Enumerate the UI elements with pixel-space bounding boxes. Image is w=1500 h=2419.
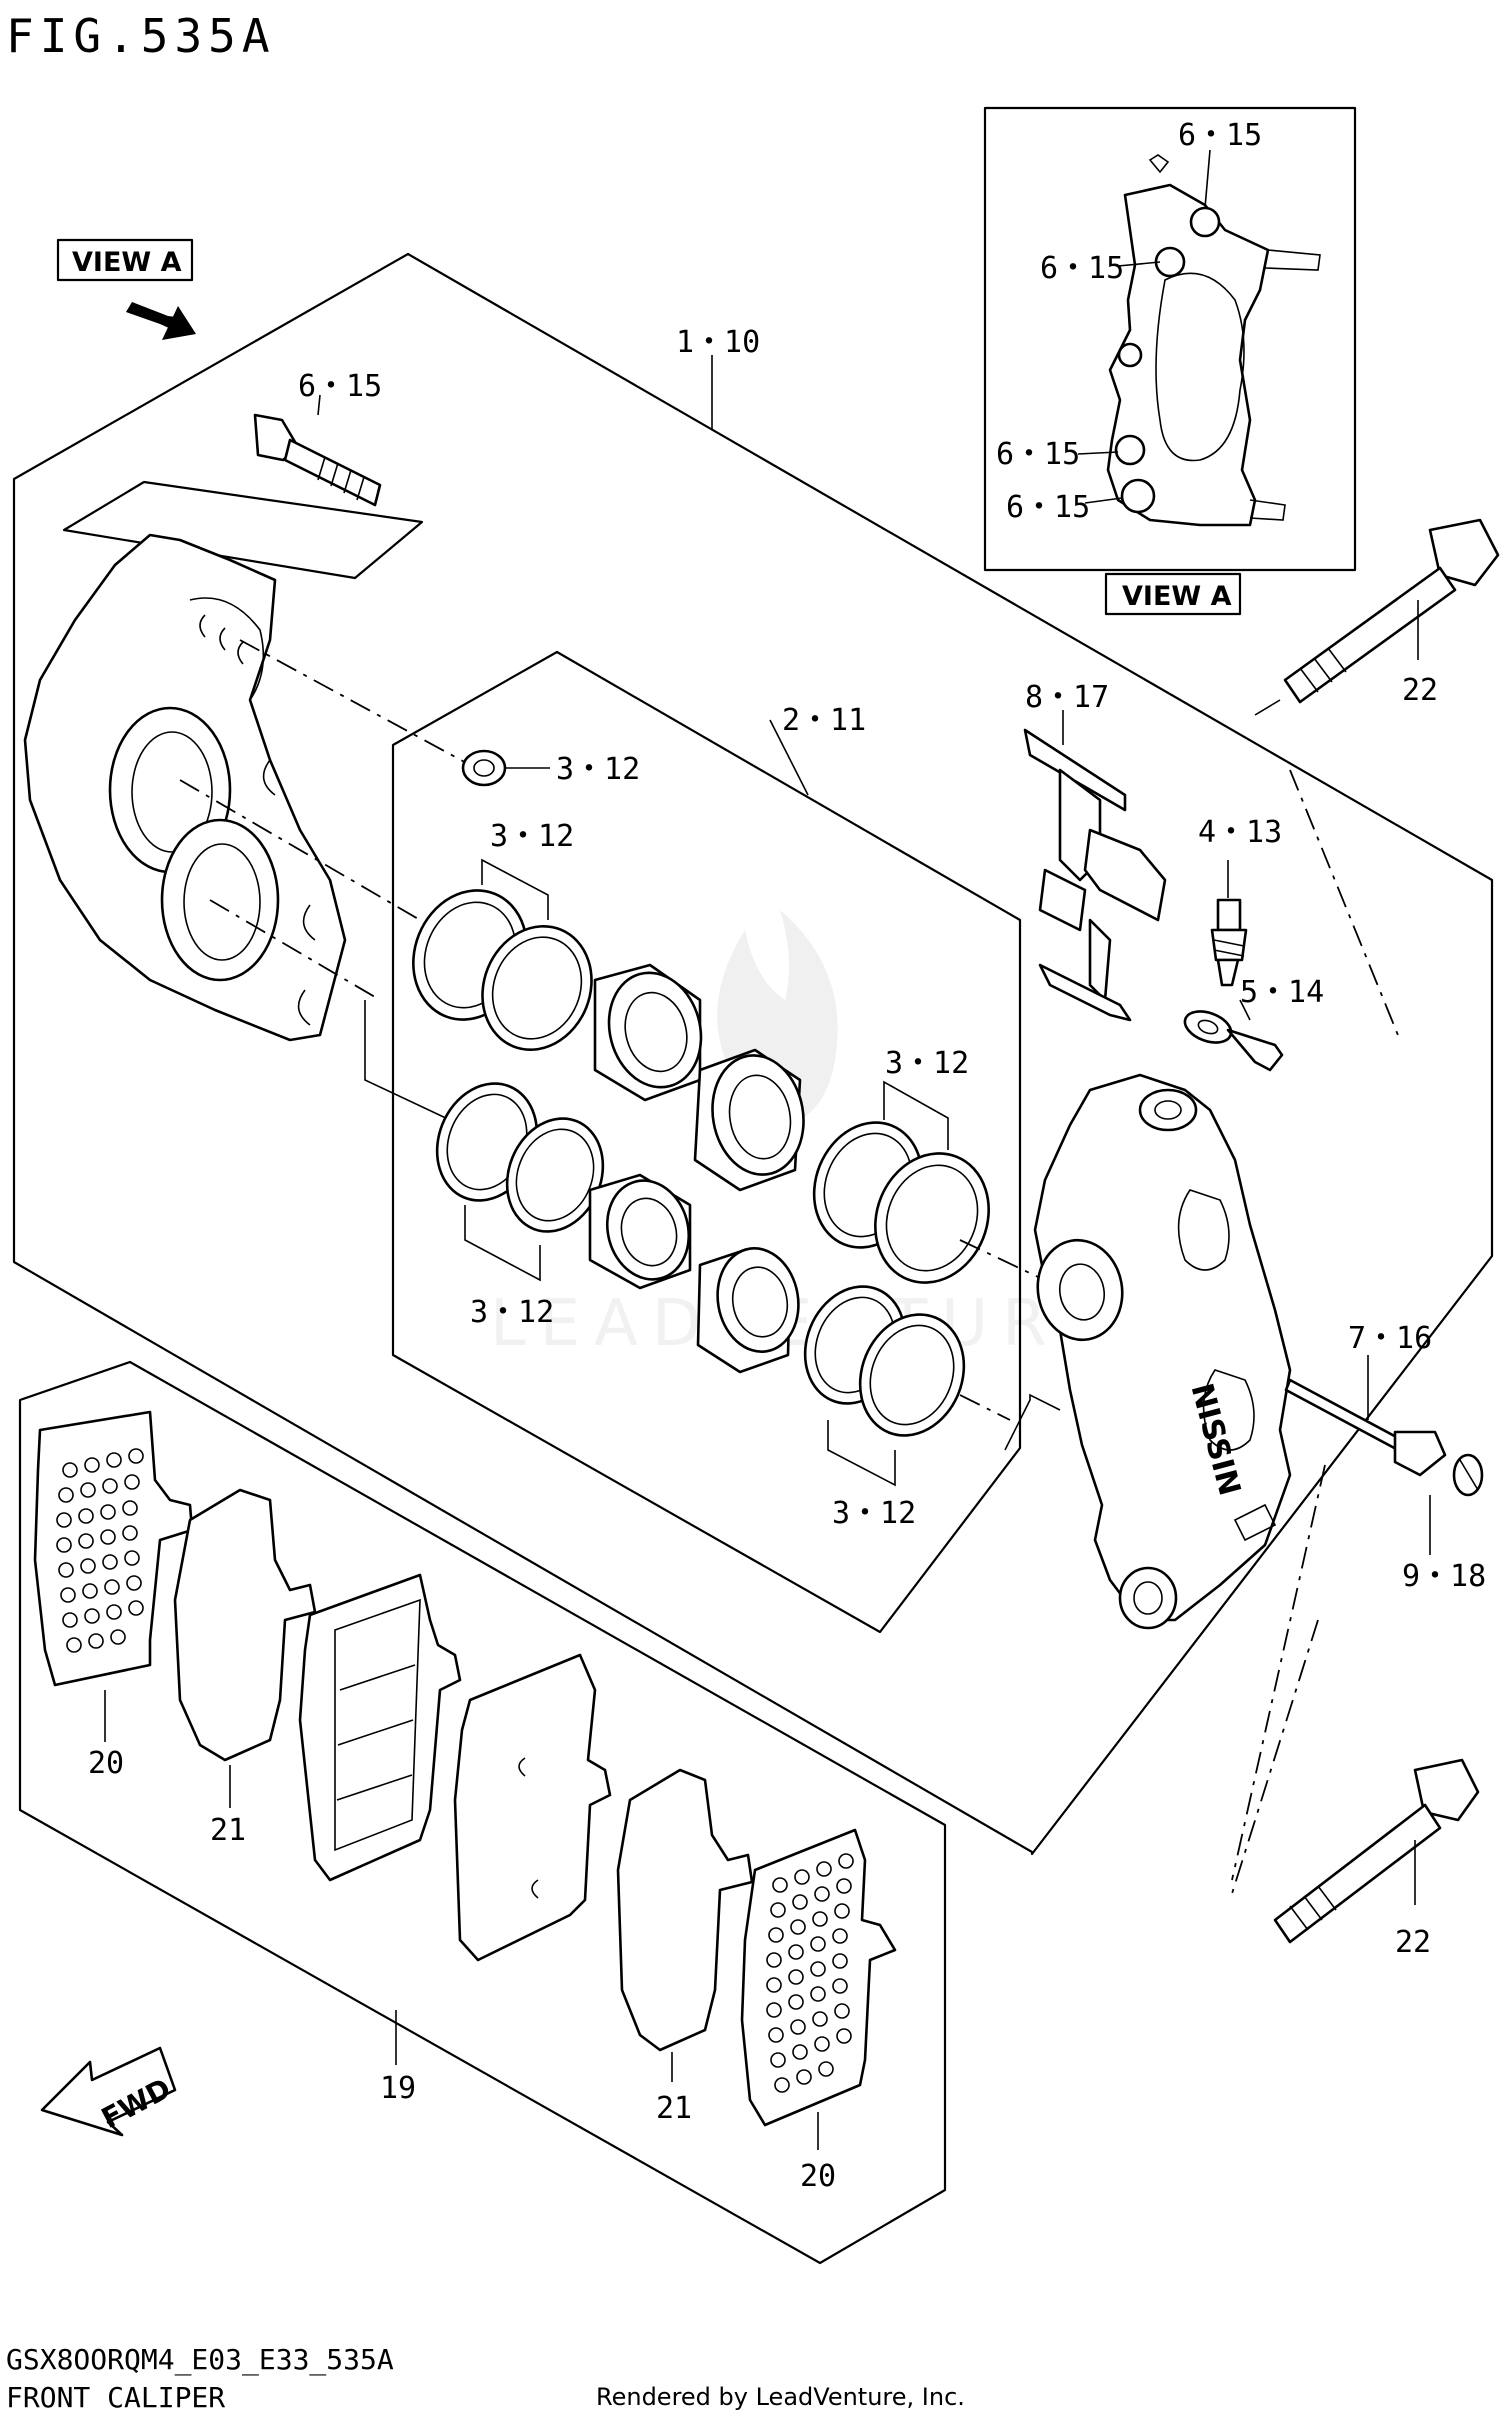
callout-22-top: 22 — [1402, 673, 1438, 708]
callout-22-bottom: 22 — [1395, 1925, 1431, 1960]
svg-text:VIEW A: VIEW A — [72, 247, 182, 278]
caliper-bolt-6-15: 6・15 — [253, 369, 382, 507]
mounting-bolt-22-top: 22 — [1254, 518, 1500, 716]
brake-pad-set: 20 21 21 20 19 — [33, 1410, 897, 2194]
view-a-tag-inset: VIEW A — [1122, 581, 1232, 612]
guide-line-a — [239, 639, 471, 766]
callout-1-10: 1・10 — [676, 325, 760, 360]
callout-3-12-c: 3・12 — [885, 1046, 969, 1081]
left-caliper-half — [23, 533, 347, 1042]
callout-21-right: 21 — [656, 2091, 692, 2126]
callout-3-12-e: 3・12 — [832, 1496, 916, 1531]
pin-clip-9-18: 9・18 — [1402, 1453, 1486, 1594]
bleeder-valve-4-13: 4・13 — [1198, 815, 1282, 987]
pad-set-box — [18, 1360, 947, 2265]
shim-holes-right — [766, 1853, 854, 2093]
callout-20-right: 20 — [800, 2159, 836, 2194]
callout-4-13: 4・13 — [1198, 815, 1282, 850]
guide-line-f — [1289, 769, 1401, 1041]
right-caliper-half: NISSIN — [1033, 1073, 1292, 1630]
view-a-tag-left: VIEW A — [56, 238, 196, 340]
bolt-box — [62, 480, 424, 580]
callout-3-12-a: 3・12 — [556, 752, 640, 787]
guide-line-h — [1229, 1619, 1319, 1901]
guide-line-g — [1231, 1464, 1326, 1881]
forward-arrow: FWD — [40, 2046, 177, 2137]
callout-3-12-b: 3・12 — [490, 819, 574, 854]
pad-pin-7-16: 7・16 — [1284, 1321, 1447, 1477]
figure-title: FIG.535A — [6, 9, 276, 63]
model-code: GSX8OORQM4_E03_E33_535A — [6, 2343, 394, 2377]
callout-6-15-inset-d: 6・15 — [1006, 490, 1090, 525]
figure-caption: FRONT CALIPER — [6, 2381, 225, 2414]
callout-6-15-inset-b: 6・15 — [1040, 251, 1124, 286]
guide-line-e — [959, 1394, 1011, 1421]
callout-21-left: 21 — [210, 1813, 246, 1848]
caliper-assembly-box — [12, 252, 1494, 1856]
callout-9-18: 9・18 — [1402, 1559, 1486, 1594]
callout-7-16: 7・16 — [1348, 1321, 1432, 1356]
pad-spring-8-17: 8・17 — [1023, 680, 1167, 1022]
shim-holes-left — [56, 1448, 144, 1653]
callout-8-17: 8・17 — [1025, 680, 1109, 715]
credit-text: Rendered by LeadVenture, Inc. — [596, 2383, 965, 2411]
svg-text:LEADVENTURE: LEADVENTURE — [490, 1287, 1115, 1361]
bleeder-cap-5-14: 5・14 — [1183, 975, 1324, 1072]
piston-kit: 3・12 3・12 3・12 3・12 — [412, 749, 990, 1531]
guide-line-b — [179, 779, 421, 921]
guide-line-c — [209, 899, 381, 1001]
callout-20-left: 20 — [88, 1746, 124, 1781]
piston-kit-box — [391, 650, 1022, 1634]
mounting-bolt-22-bottom: 22 — [1273, 1758, 1480, 1960]
callout-6-15-bolt: 6・15 — [298, 369, 382, 404]
view-a-inset: 6・15 6・15 6・15 6・15 VIEW A — [983, 106, 1357, 616]
callout-6-15-inset-a: 6・15 — [1178, 118, 1262, 153]
callout-3-12-d: 3・12 — [470, 1295, 554, 1330]
callout-19: 19 — [380, 2071, 416, 2106]
callout-2-11: 2・11 — [782, 703, 866, 738]
callout-6-15-inset-c: 6・15 — [996, 437, 1080, 472]
callout-5-14: 5・14 — [1240, 975, 1324, 1010]
